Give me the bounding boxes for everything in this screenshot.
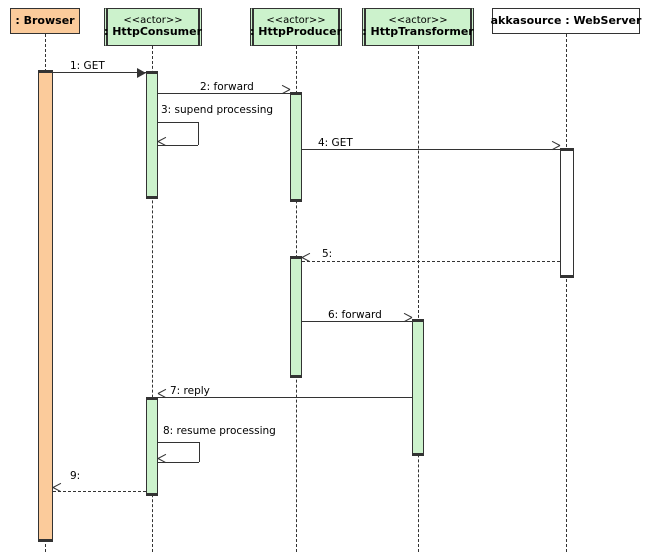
activation-bar-browser bbox=[38, 70, 53, 542]
lifeline-name-httptransformer: : HttpTransformer bbox=[362, 25, 474, 39]
arrowhead-m5 bbox=[302, 257, 311, 266]
lifeline-httpconsumer bbox=[152, 46, 153, 552]
lifeline-httptransformer bbox=[418, 46, 419, 552]
message-line-m6 bbox=[302, 321, 412, 322]
message-line-m2 bbox=[158, 93, 290, 94]
arrowhead-m4 bbox=[551, 145, 560, 154]
message-label-m7: 7: reply bbox=[170, 385, 210, 397]
lifeline-head-webserver[interactable]: akkasource : WebServer bbox=[490, 8, 642, 34]
arrowhead-m9 bbox=[53, 487, 62, 496]
lifeline-head-browser[interactable]: : Browser bbox=[10, 8, 80, 34]
lifeline-head-httpproducer[interactable]: <<actor>>: HttpProducer bbox=[250, 8, 342, 46]
activation-bar-httpconsumer bbox=[146, 71, 158, 199]
arrowhead-m3 bbox=[158, 141, 167, 150]
message-label-m9: 9: bbox=[70, 470, 81, 482]
message-line-m7 bbox=[158, 397, 412, 398]
message-line-m8-down bbox=[199, 442, 200, 462]
message-label-m6: 6: forward bbox=[328, 309, 382, 321]
lifeline-head-httpconsumer[interactable]: <<actor>>: HttpConsumer bbox=[104, 8, 202, 46]
message-line-m5 bbox=[302, 261, 560, 262]
message-label-m3: 3: supend processing bbox=[161, 104, 274, 116]
activation-bar-httpproducer bbox=[290, 256, 302, 378]
message-label-m5: 5: bbox=[322, 248, 333, 260]
lifeline-name-httpconsumer: : HttpConsumer bbox=[104, 25, 203, 39]
message-line-m8-back bbox=[158, 462, 199, 463]
message-line-m9 bbox=[53, 491, 146, 492]
lifeline-head-httptransformer[interactable]: <<actor>>: HttpTransformer bbox=[362, 8, 474, 46]
activation-bar-httpconsumer bbox=[146, 397, 158, 496]
lifeline-name-webserver: akkasource : WebServer bbox=[490, 13, 642, 27]
arrowhead-m7 bbox=[158, 393, 167, 402]
lifeline-stereotype-httpconsumer: <<actor>> bbox=[123, 14, 183, 26]
activation-bar-httpproducer bbox=[290, 92, 302, 202]
activation-bar-httptransformer bbox=[412, 319, 424, 456]
arrowhead-m2 bbox=[281, 89, 290, 98]
arrowhead-m1 bbox=[137, 68, 146, 78]
lifeline-webserver bbox=[566, 34, 567, 552]
lifeline-stereotype-httpproducer: <<actor>> bbox=[266, 14, 326, 26]
message-label-m8: 8: resume processing bbox=[163, 425, 276, 437]
lifeline-name-httpproducer: : HttpProducer bbox=[250, 25, 342, 39]
message-line-m1 bbox=[53, 72, 146, 73]
message-line-m3-down bbox=[198, 122, 199, 145]
arrowhead-m6 bbox=[403, 317, 412, 326]
lifeline-name-browser: : Browser bbox=[15, 13, 75, 27]
message-line-m8-out bbox=[158, 442, 199, 443]
lifeline-stereotype-httptransformer: <<actor>> bbox=[388, 14, 448, 26]
message-line-m3-out bbox=[158, 122, 198, 123]
message-label-m1: 1: GET bbox=[70, 60, 105, 72]
message-label-m2: 2: forward bbox=[200, 81, 254, 93]
activation-bar-webserver bbox=[560, 148, 574, 278]
message-line-m4 bbox=[302, 149, 560, 150]
message-line-m3-back bbox=[158, 145, 198, 146]
message-label-m4: 4: GET bbox=[318, 137, 353, 149]
arrowhead-m8 bbox=[158, 458, 167, 467]
